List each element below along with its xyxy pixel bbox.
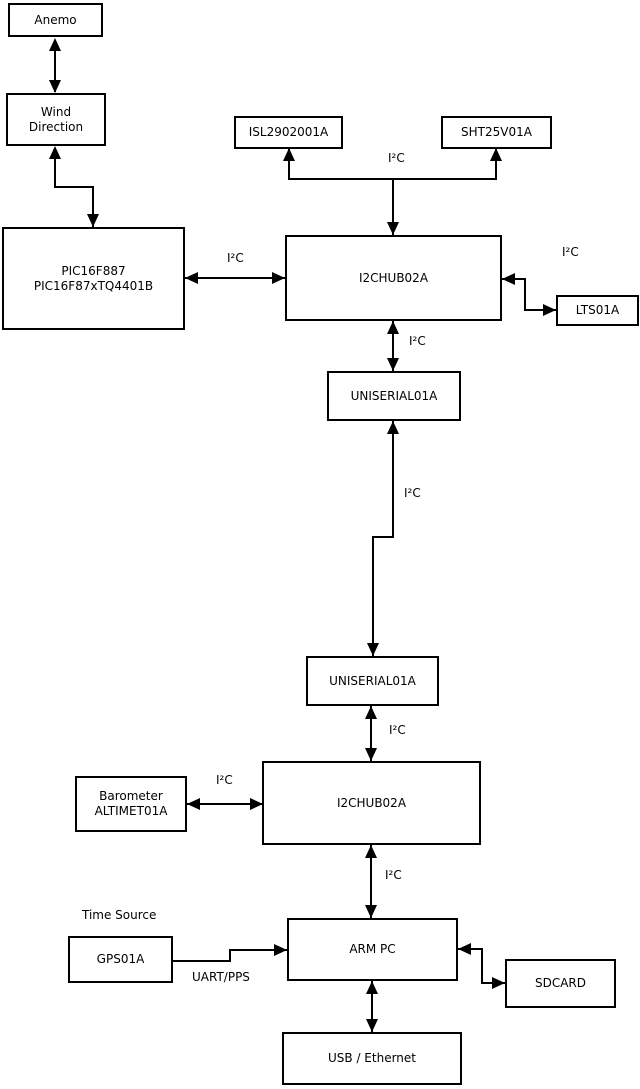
edge-uniserial2-hub2 bbox=[370, 706, 372, 761]
arrowhead-up-into-armpc-bottom bbox=[366, 981, 378, 994]
node-sdcard-label: SDCARD bbox=[534, 976, 587, 990]
node-barometer-label-line2: ALTIMET01A bbox=[94, 804, 168, 818]
arrowhead-down-into-pic bbox=[87, 214, 99, 227]
arrowhead-left-into-hub1 bbox=[502, 273, 515, 285]
node-anemo-label: Anemo bbox=[34, 12, 77, 27]
arrowhead-up-into-hub1-bottom bbox=[387, 321, 399, 334]
arrowhead-down-into-uniserial1 bbox=[387, 358, 399, 371]
edge-bar-isl-stem bbox=[288, 148, 290, 180]
node-pic16f887-label-line2: PIC16F87xTQ4401B bbox=[33, 278, 154, 293]
edge-anemo-wind bbox=[54, 40, 56, 92]
node-sht25v01a-label: SHT25V01A bbox=[461, 125, 532, 139]
i2c-label-hub1-uniserial1: I²C bbox=[409, 334, 426, 348]
node-isl2902001a-label: ISL2902001A bbox=[248, 125, 329, 139]
arrowhead-up-into-sht bbox=[490, 148, 502, 161]
arrowhead-down-into-wind bbox=[49, 80, 61, 93]
arrowhead-up-into-hub2-bottom bbox=[365, 845, 377, 858]
edge-uniserial1-uniserial2-seg1 bbox=[392, 421, 394, 538]
node-gps01a: GPS01A bbox=[68, 936, 173, 983]
edge-hub2-armpc bbox=[370, 845, 372, 918]
node-lts01a-label: LTS01A bbox=[575, 303, 620, 317]
node-lts01a: LTS01A bbox=[556, 295, 639, 326]
edge-uniserial1-uniserial2-seg3 bbox=[372, 536, 374, 656]
arrowhead-left-into-armpc bbox=[458, 943, 471, 955]
edge-hub1-uniserial1 bbox=[392, 321, 394, 371]
arrowhead-down-into-usb bbox=[366, 1019, 378, 1032]
edge-bar-sht-stem bbox=[495, 148, 497, 180]
node-pic16f887: PIC16F887 PIC16F87xTQ4401B bbox=[2, 227, 185, 330]
node-i2chub02a-1-label: I2CHUB02A bbox=[358, 270, 429, 285]
node-uniserial01a-1: UNISERIAL01A bbox=[327, 371, 461, 421]
node-barometer-label-line1: Barometer bbox=[99, 789, 163, 803]
node-wind-direction-label-line1: Wind bbox=[40, 104, 72, 119]
i2c-label-uniserial-link: I²C bbox=[404, 486, 421, 500]
edge-armpc-sdcard-seg2 bbox=[481, 948, 483, 984]
node-pic16f887-label-line1: PIC16F887 bbox=[61, 263, 126, 278]
node-usb-ethernet-label: USB / Ethernet bbox=[328, 1051, 416, 1065]
edge-hub1-lts-seg3 bbox=[524, 309, 556, 311]
arrowhead-right-into-hub1 bbox=[272, 272, 285, 284]
node-i2chub02a-2-label: I2CHUB02A bbox=[336, 795, 407, 810]
i2c-label-sensors-bus: I²C bbox=[388, 151, 405, 165]
arrowhead-right-into-lts bbox=[543, 304, 556, 316]
node-uniserial01a-1-label: UNISERIAL01A bbox=[350, 388, 438, 403]
arrowhead-up-into-uniserial2 bbox=[365, 706, 377, 719]
edge-barometer-hub2 bbox=[187, 803, 263, 805]
edge-pic-hub1 bbox=[185, 277, 285, 279]
arrowhead-up-into-anemo bbox=[49, 38, 61, 51]
arrowhead-down-into-hub2 bbox=[365, 748, 377, 761]
time-source-label: Time Source bbox=[82, 908, 157, 922]
i2c-label-uniserial2-hub2: I²C bbox=[389, 723, 406, 737]
node-i2chub02a-1: I2CHUB02A bbox=[285, 235, 502, 321]
node-usb-ethernet: USB / Ethernet bbox=[282, 1032, 462, 1085]
node-gps01a-label: GPS01A bbox=[96, 952, 145, 966]
edge-gps-armpc-seg1 bbox=[173, 960, 230, 962]
edge-gps-armpc-seg3 bbox=[229, 949, 287, 951]
arrowhead-down-into-hub1 bbox=[387, 222, 399, 235]
arrowhead-left-into-barometer bbox=[187, 798, 200, 810]
node-isl2902001a: ISL2902001A bbox=[234, 116, 343, 149]
arrowhead-down-into-armpc bbox=[365, 905, 377, 918]
node-wind-direction: Wind Direction bbox=[6, 93, 106, 146]
edge-hub1-lts-seg2 bbox=[524, 278, 526, 311]
node-wind-direction-label-line2: Direction bbox=[28, 119, 84, 134]
edge-uniserial1-uniserial2-seg2 bbox=[372, 536, 394, 538]
arrowhead-right-into-hub2 bbox=[250, 798, 263, 810]
uart-pps-label: UART/PPS bbox=[192, 970, 250, 984]
node-sht25v01a: SHT25V01A bbox=[441, 116, 552, 149]
i2c-label-pic-hub1: I²C bbox=[227, 251, 244, 265]
arrowhead-up-into-wind bbox=[49, 146, 61, 159]
arrowhead-left-into-pic bbox=[185, 272, 198, 284]
node-i2chub02a-2: I2CHUB02A bbox=[262, 761, 481, 845]
i2c-label-hub1-lts: I²C bbox=[562, 245, 579, 259]
arrowhead-down-into-uniserial2 bbox=[367, 643, 379, 656]
edge-armpc-usb bbox=[371, 981, 373, 1032]
edge-wind-pic-seg3 bbox=[92, 186, 94, 227]
node-anemo: Anemo bbox=[8, 3, 103, 37]
edge-bar-hub1-stem bbox=[392, 178, 394, 235]
i2c-label-barometer-hub2: I²C bbox=[216, 773, 233, 787]
edge-wind-pic-seg2 bbox=[54, 186, 94, 188]
arrowhead-right-into-sdcard bbox=[492, 977, 505, 989]
node-barometer-altimet01a: Barometer ALTIMET01A bbox=[75, 776, 187, 832]
node-arm-pc-label: ARM PC bbox=[349, 942, 396, 956]
arrowhead-right-into-armpc bbox=[274, 944, 287, 956]
arrowhead-up-into-isl bbox=[283, 148, 295, 161]
node-uniserial01a-2-label: UNISERIAL01A bbox=[329, 673, 416, 688]
i2c-label-hub2-armpc: I²C bbox=[385, 868, 402, 882]
edge-wind-pic-seg1 bbox=[54, 148, 56, 188]
node-uniserial01a-2: UNISERIAL01A bbox=[306, 656, 439, 706]
node-arm-pc: ARM PC bbox=[287, 918, 458, 981]
arrowhead-up-into-uniserial1 bbox=[387, 421, 399, 434]
edge-gps-armpc-seg2 bbox=[229, 949, 231, 962]
node-sdcard: SDCARD bbox=[505, 959, 616, 1008]
